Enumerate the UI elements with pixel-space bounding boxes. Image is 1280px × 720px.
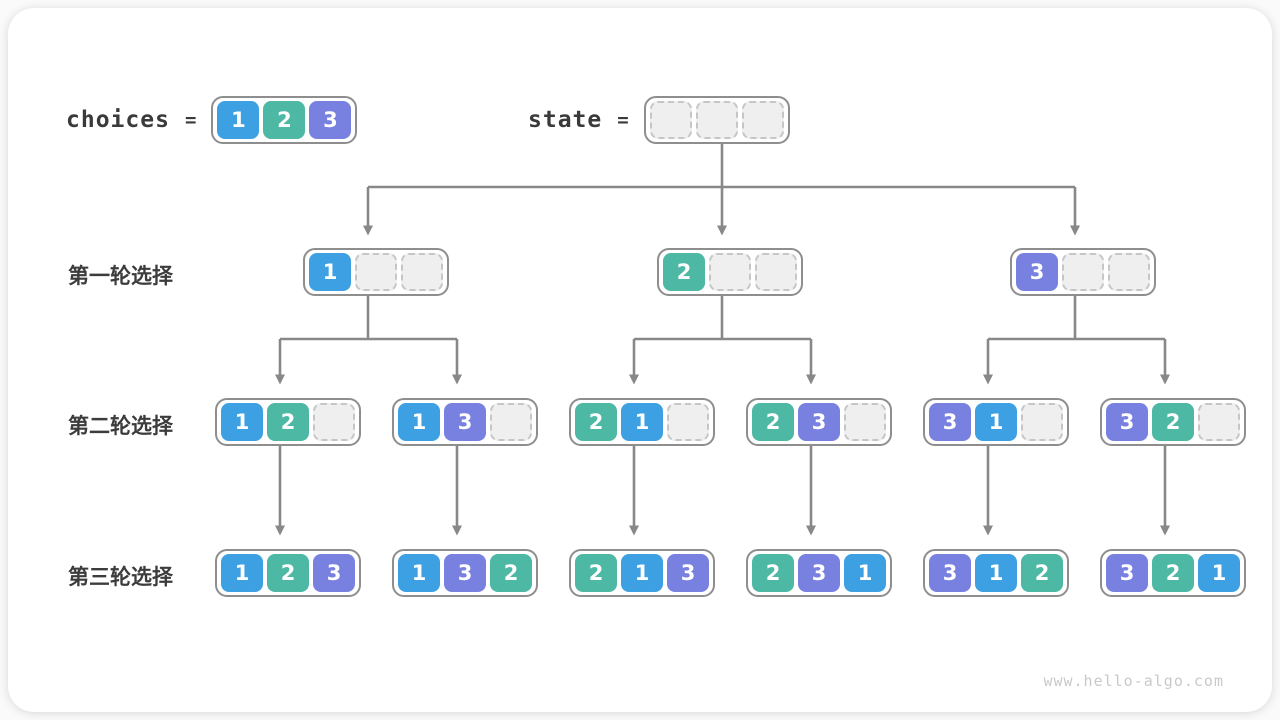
empty-slot-cell (1021, 403, 1063, 441)
value-cell-2: 2 (267, 554, 309, 592)
value-cell-3: 3 (929, 403, 971, 441)
value-cell-1: 1 (398, 554, 440, 592)
value-cell-1: 1 (221, 554, 263, 592)
value-cell-1: 1 (217, 101, 260, 139)
connector-arrows (275, 136, 1170, 536)
empty-slot-cell (667, 403, 709, 441)
value-cell-3: 3 (444, 554, 486, 592)
watermark: www.hello-algo.com (1043, 672, 1224, 690)
value-cell-3: 3 (1016, 253, 1058, 291)
value-cell-1: 1 (221, 403, 263, 441)
value-cell-3: 3 (798, 554, 840, 592)
choices-label: choices (66, 107, 170, 133)
state-array (643, 96, 790, 144)
array-node-l1-3: 3 (1010, 248, 1156, 296)
value-cell-1: 1 (975, 554, 1017, 592)
state-label: state (528, 107, 603, 133)
value-cell-1: 1 (1198, 554, 1240, 592)
value-cell-1: 1 (309, 253, 351, 291)
empty-slot-cell (1108, 253, 1150, 291)
round-2-label: 第二轮选择 (68, 414, 173, 438)
empty-slot-cell (741, 101, 784, 139)
empty-slot-cell (695, 101, 738, 139)
array-node-l1-2: 2 (657, 248, 803, 296)
value-cell-1: 1 (621, 403, 663, 441)
value-cell-2: 2 (575, 403, 617, 441)
value-cell-2: 2 (490, 554, 532, 592)
value-cell-1: 1 (398, 403, 440, 441)
value-cell-2: 2 (263, 101, 306, 139)
array-node-l1-1: 1 (303, 248, 449, 296)
empty-slot-cell (649, 101, 692, 139)
value-cell-2: 2 (1152, 554, 1194, 592)
state-group: state = (528, 96, 790, 144)
value-cell-2: 2 (663, 253, 705, 291)
value-cell-2: 2 (752, 554, 794, 592)
empty-slot-cell (755, 253, 797, 291)
state-equals-sign: = (617, 109, 629, 131)
value-cell-2: 2 (1152, 403, 1194, 441)
empty-slot-cell (401, 253, 443, 291)
value-cell-1: 1 (844, 554, 886, 592)
empty-slot-cell (490, 403, 532, 441)
round-1-label: 第一轮选择 (68, 264, 173, 288)
value-cell-3: 3 (1106, 403, 1148, 441)
value-cell-1: 1 (975, 403, 1017, 441)
value-cell-3: 3 (309, 101, 352, 139)
value-cell-2: 2 (575, 554, 617, 592)
empty-slot-cell (844, 403, 886, 441)
value-cell-2: 2 (1021, 554, 1063, 592)
value-cell-3: 3 (667, 554, 709, 592)
empty-slot-cell (355, 253, 397, 291)
empty-slot-cell (1062, 253, 1104, 291)
value-cell-3: 3 (313, 554, 355, 592)
value-cell-1: 1 (621, 554, 663, 592)
value-cell-3: 3 (929, 554, 971, 592)
value-cell-2: 2 (267, 403, 309, 441)
round-3-label: 第三轮选择 (68, 565, 173, 589)
empty-slot-cell (709, 253, 751, 291)
value-cell-3: 3 (444, 403, 486, 441)
empty-slot-cell (313, 403, 355, 441)
empty-slot-cell (1198, 403, 1240, 441)
value-cell-2: 2 (752, 403, 794, 441)
value-cell-3: 3 (1106, 554, 1148, 592)
choices-equals-sign: = (184, 109, 197, 131)
value-cell-3: 3 (798, 403, 840, 441)
